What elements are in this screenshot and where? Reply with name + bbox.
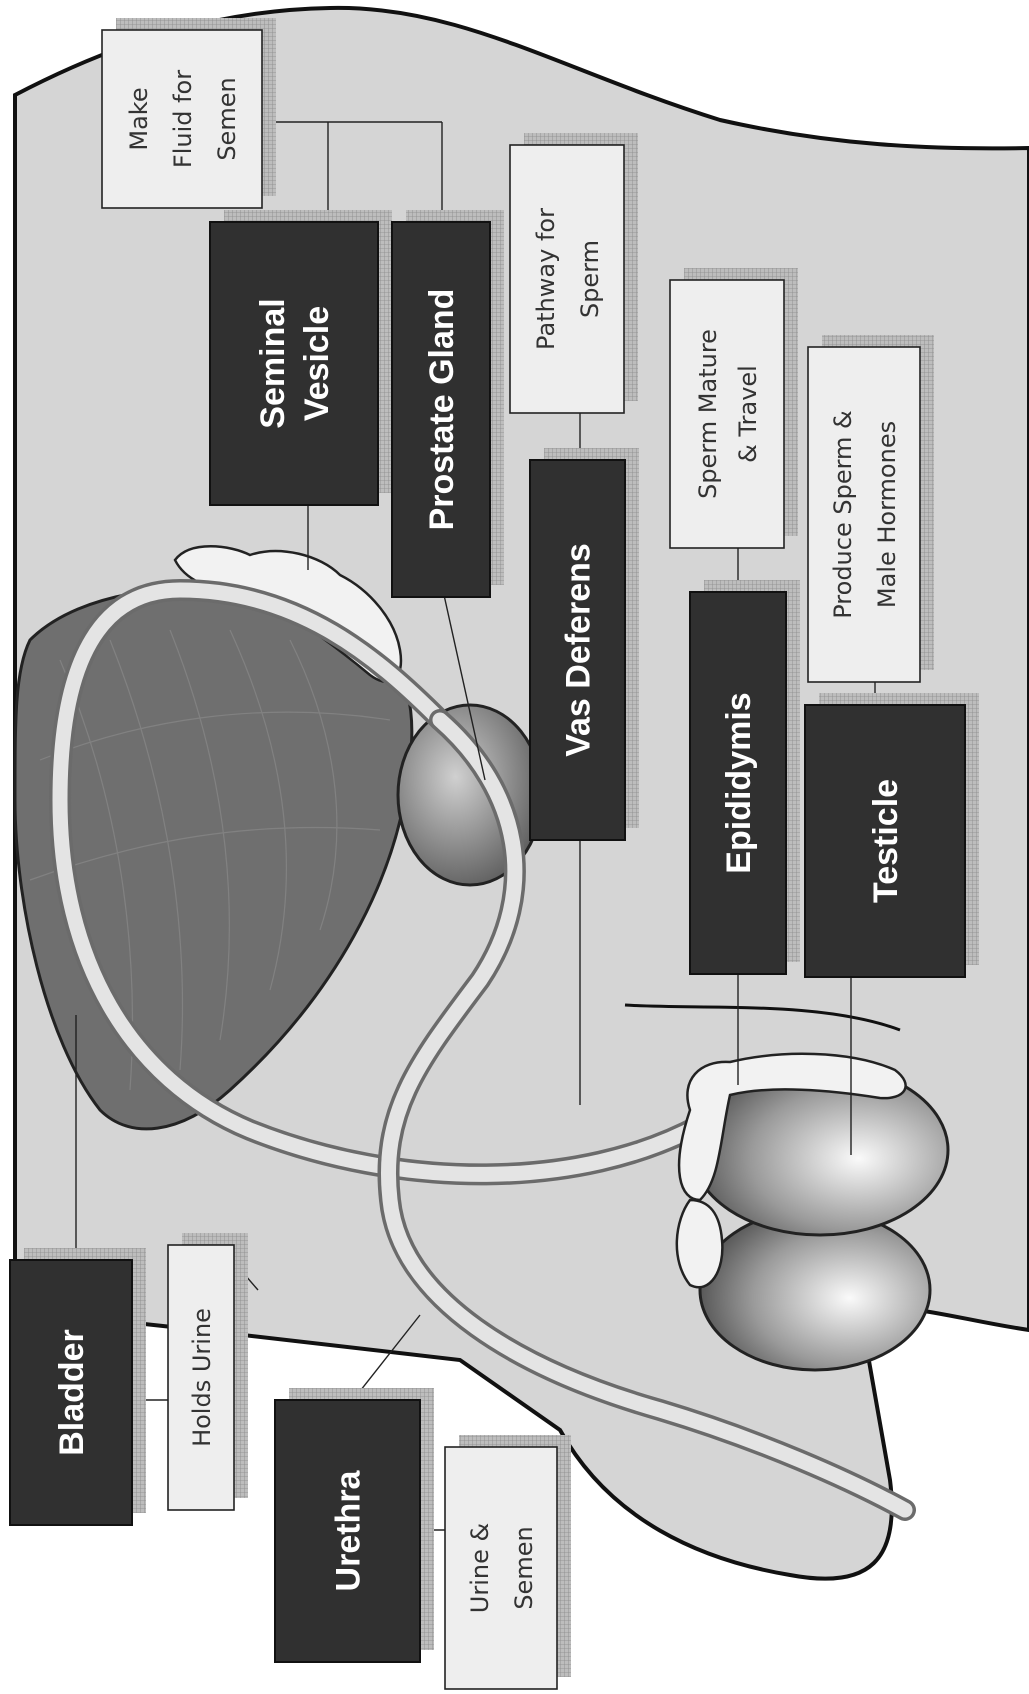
testicle-box: Testicle <box>805 693 979 977</box>
urine-semen-box: Urine & Semen <box>445 1435 571 1689</box>
vas-deferens-box-label: Vas Deferens <box>560 543 598 757</box>
holds-urine-box: Holds Urine <box>168 1233 248 1510</box>
testicle-box-label: Testicle <box>867 779 905 903</box>
produce-sperm-box-line-1: Produce Sperm & <box>829 410 857 619</box>
sperm-mature-box-line-1: Sperm Mature <box>694 329 722 499</box>
prostate-gland-box-line-1: Prostate Gland <box>423 289 461 531</box>
bladder-box: Bladder <box>10 1248 146 1525</box>
produce-sperm-box-rect <box>808 347 920 682</box>
vas-deferens-box: Vas Deferens <box>530 448 639 840</box>
make-fluid-box: Make Fluid for Semen <box>102 18 276 208</box>
epididymis-box-line-1: Epididymis <box>720 692 758 873</box>
produce-sperm-box-line-2: Male Hormones <box>873 421 901 608</box>
holds-urine-box-label: Holds Urine <box>188 1308 216 1447</box>
urethra-box-label: Urethra <box>330 1469 368 1591</box>
urine-semen-box-line-2: Semen <box>510 1526 538 1609</box>
pathway-box-line-2: Sperm <box>576 240 604 318</box>
sperm-mature-box-rect <box>670 280 784 548</box>
epididymis-organ-lower <box>677 1200 723 1287</box>
urethra-box: Urethra <box>275 1388 434 1662</box>
holds-urine-box-line-1: Holds Urine <box>188 1308 216 1447</box>
sperm-mature-box: Sperm Mature & Travel <box>670 268 798 548</box>
produce-sperm-box: Produce Sperm & Male Hormones <box>808 335 934 682</box>
bladder-box-label: Bladder <box>53 1329 91 1456</box>
make-fluid-box-line-1: Make <box>125 87 153 150</box>
sperm-mature-box-line-2: & Travel <box>734 365 762 463</box>
epididymis-box: Epididymis <box>690 580 800 974</box>
pathway-box-rect <box>510 145 624 413</box>
prostate-gland-box: Prostate Gland <box>392 210 504 597</box>
epididymis-box-label: Epididymis <box>720 692 758 873</box>
prostate-gland-box-label: Prostate Gland <box>423 289 461 531</box>
urine-semen-box-rect <box>445 1447 557 1689</box>
vas-deferens-box-line-1: Vas Deferens <box>560 543 598 757</box>
seminal-vesicle-box-line-1: Seminal <box>254 298 292 428</box>
make-fluid-box-line-3: Semen <box>213 77 241 160</box>
pathway-box-line-1: Pathway for <box>532 208 560 350</box>
testicle-box-line-1: Testicle <box>867 779 905 903</box>
urine-semen-box-line-1: Urine & <box>466 1523 494 1613</box>
seminal-vesicle-box-line-2: Vesicle <box>298 306 336 421</box>
bladder-box-line-1: Bladder <box>53 1329 91 1456</box>
urethra-box-line-1: Urethra <box>330 1469 368 1591</box>
seminal-vesicle-box-rect <box>210 222 378 505</box>
make-fluid-box-line-2: Fluid for <box>169 70 197 168</box>
pathway-box: Pathway for Sperm <box>510 133 638 413</box>
